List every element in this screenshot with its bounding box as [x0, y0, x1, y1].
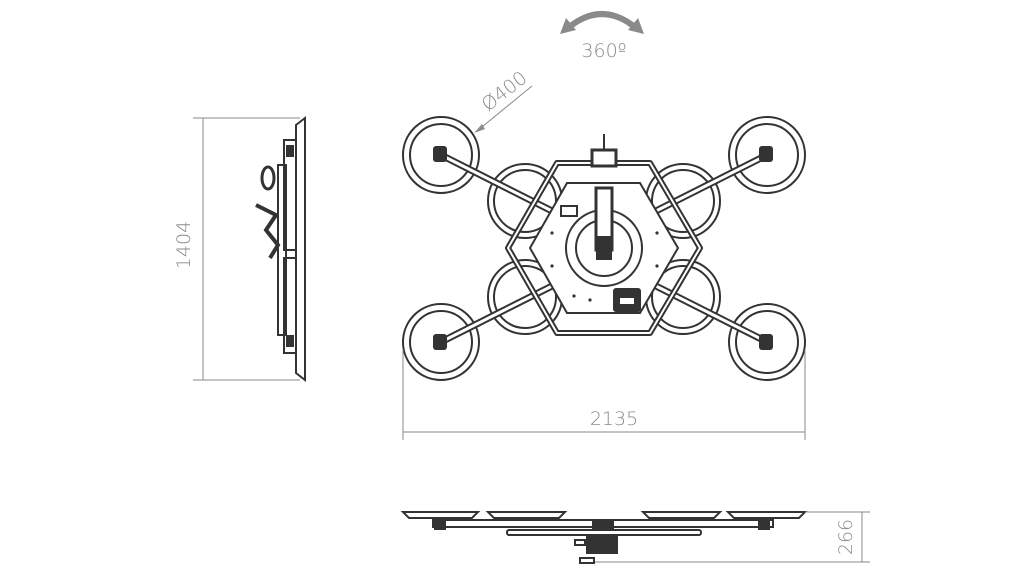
height-dimension: 1404	[173, 117, 300, 381]
top-view	[402, 116, 806, 381]
svg-text:2135: 2135	[590, 408, 638, 430]
rotation-arrow-icon	[560, 11, 644, 34]
svg-text:1404: 1404	[173, 221, 195, 269]
depth-dimension: 266	[595, 511, 870, 563]
rotation-label: 360º	[581, 40, 626, 62]
pad-diameter-dimension: Ø400	[474, 67, 533, 133]
side-view	[255, 115, 306, 383]
arms	[433, 146, 773, 350]
width-dimension: 2135	[402, 350, 806, 440]
front-view	[400, 511, 808, 564]
svg-text:266: 266	[835, 519, 857, 555]
